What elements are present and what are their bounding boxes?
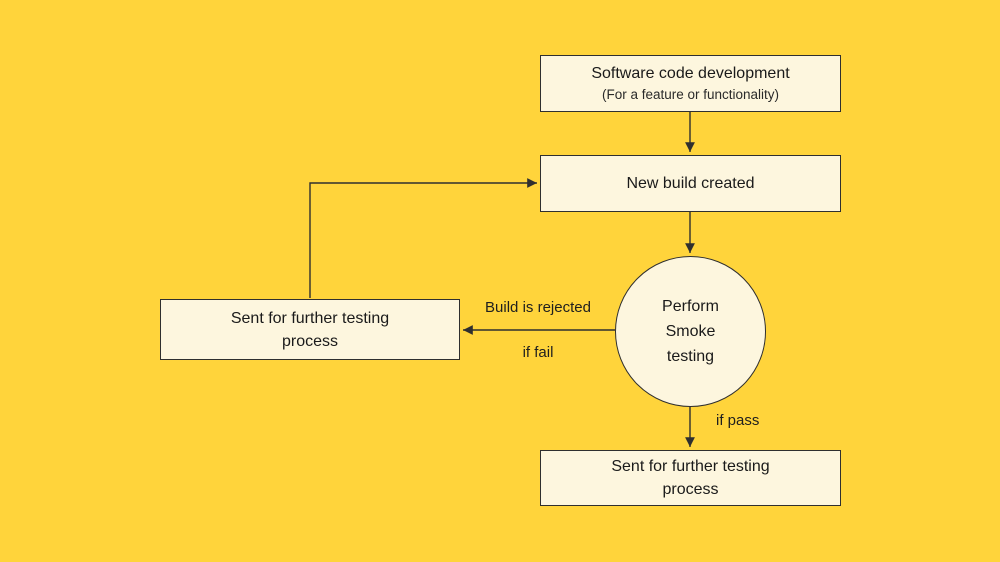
edge-label-build-rejected: Build is rejected — [485, 299, 591, 316]
node-label-line: testing — [666, 348, 715, 365]
node-sent-for-further-testing-pass: Sent for further testing process — [540, 450, 841, 506]
node-label-line: Perform — [662, 298, 719, 315]
node-label-line: Sent for further testing — [611, 458, 770, 475]
edge-label-if-fail: if fail — [522, 344, 554, 361]
node-label-line: Sent for further testing — [230, 309, 390, 327]
node-subtitle: (For a feature or functionality) — [601, 87, 780, 102]
edge-label-if-pass: if pass — [716, 412, 760, 429]
node-label-line: Smoke — [665, 323, 716, 340]
node-sent-for-further-testing-fail: Sent for further testing process — [160, 299, 460, 360]
node-title: Software code development — [591, 65, 790, 82]
node-new-build-created: New build created — [540, 155, 841, 212]
node-label-line: process — [662, 481, 719, 498]
edge-failbranch-newbuild — [309, 178, 537, 298]
node-label: New build created — [626, 174, 755, 192]
node-software-code-development: Software code development (For a feature… — [540, 55, 841, 112]
node-perform-smoke-testing: Perform Smoke testing — [615, 256, 766, 407]
node-label-line: process — [281, 332, 339, 350]
